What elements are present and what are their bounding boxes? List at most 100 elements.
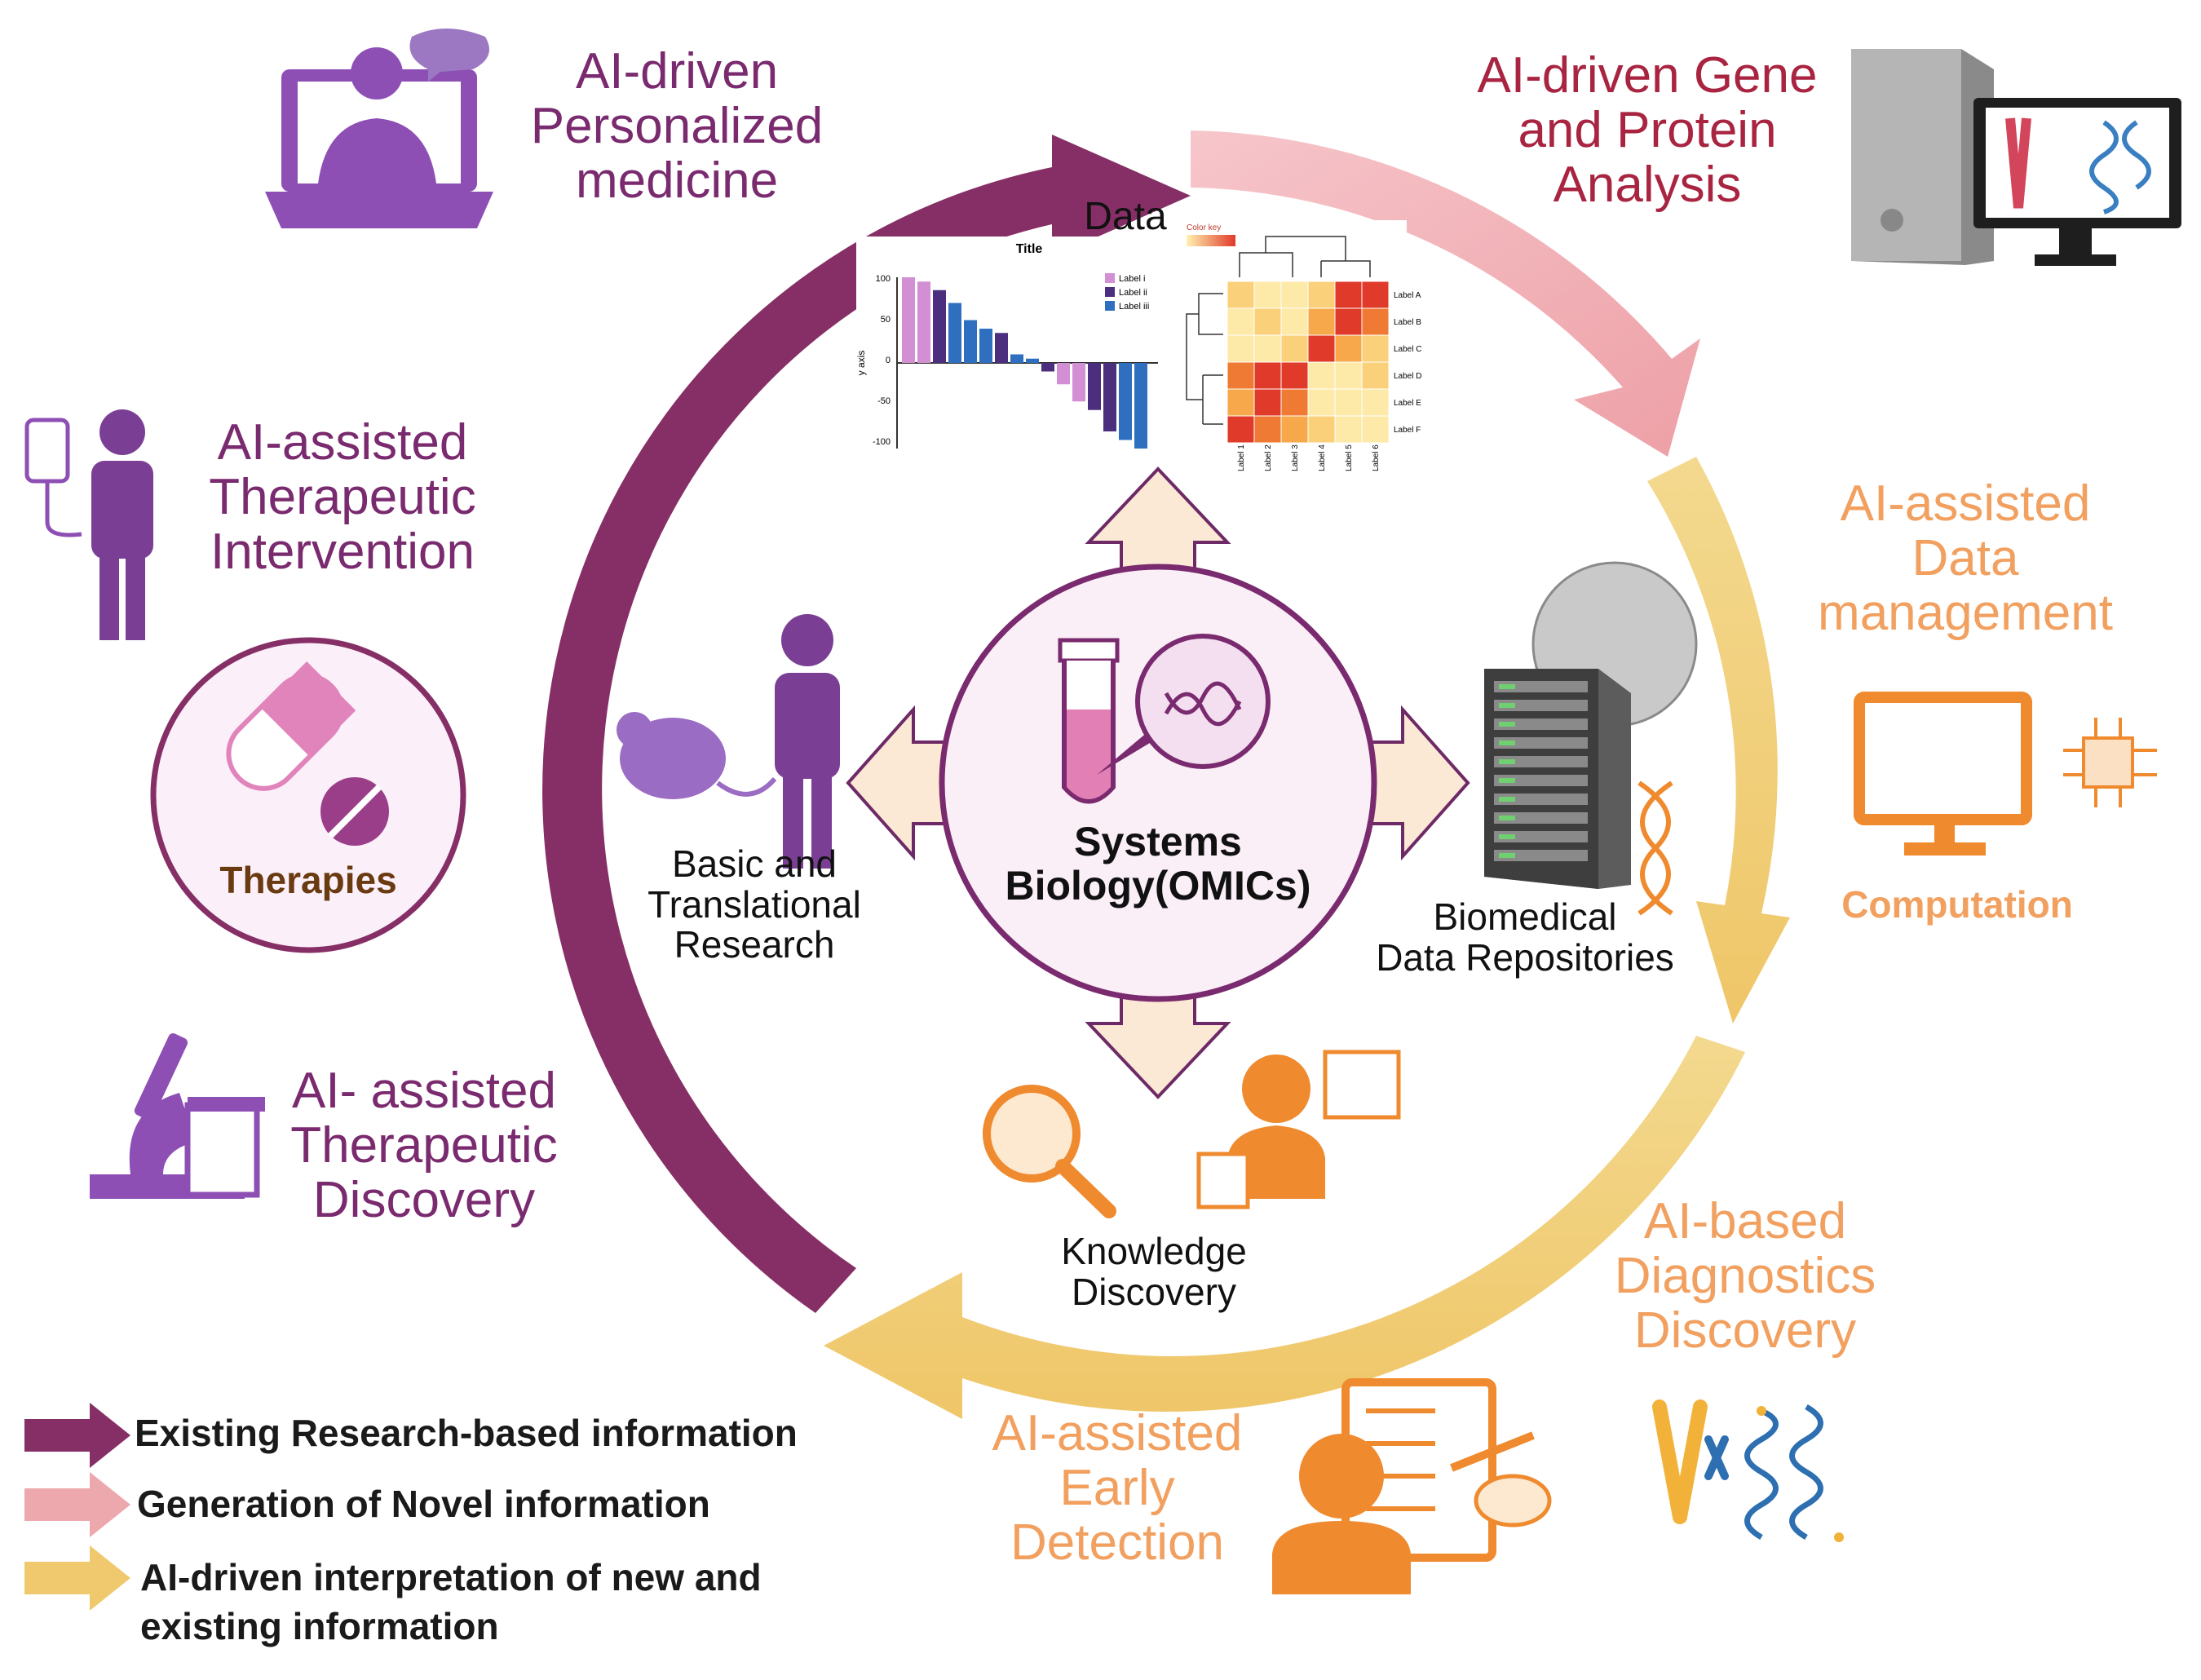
label-line: Detection <box>1010 1514 1224 1571</box>
heat-cell <box>1253 334 1282 363</box>
row-label: Label C <box>1394 345 1421 354</box>
heat-cell <box>1307 388 1336 417</box>
label-therapies: Therapies <box>219 859 397 901</box>
label-therapeutic-intervention: AI-assisted Therapeutic Intervention <box>179 415 506 580</box>
heat-cell <box>1280 307 1309 336</box>
knowledge-icons <box>983 1050 1401 1218</box>
legend-interpretation: AI-driven interpretation of new and exis… <box>140 1554 762 1651</box>
legend-existing: Existing Research-based information <box>135 1412 798 1454</box>
col-label: Label 6 <box>1372 444 1381 471</box>
heat-cell <box>1307 307 1336 336</box>
label-line: Personalized <box>530 97 824 154</box>
bar <box>1010 354 1023 363</box>
label-line: Biomedical <box>1433 895 1617 938</box>
legend-arrow-existing <box>24 1403 130 1468</box>
arrow-left <box>846 705 956 861</box>
row-label: Label D <box>1394 372 1421 381</box>
y-tick-label: 100 <box>876 274 891 284</box>
label-line: existing information <box>140 1604 499 1647</box>
heat-cell <box>1253 307 1282 336</box>
label-line: Discovery <box>1633 1302 1857 1359</box>
teacher-icon <box>1196 1050 1401 1209</box>
bar <box>964 320 977 363</box>
server-slot <box>1494 775 1588 786</box>
label-line: Translational <box>647 882 861 926</box>
bar <box>948 303 961 363</box>
microscope-rx-icon <box>90 1033 265 1199</box>
heat-cell <box>1307 334 1336 363</box>
legend-arrow-interpretation <box>24 1545 130 1611</box>
label-knowledge-discovery: Knowledge Discovery <box>1019 1231 1288 1312</box>
bar <box>1103 363 1116 431</box>
server-led <box>1499 759 1515 764</box>
bar <box>1041 363 1054 372</box>
label-line: AI-driven <box>575 43 779 99</box>
heat-cell <box>1334 415 1363 444</box>
heat-cell <box>1226 307 1255 336</box>
label-diagnostics-discovery: AI-based Diagnostics Discovery <box>1566 1193 1925 1359</box>
bar <box>1088 363 1101 410</box>
color-key-bar <box>1187 235 1235 246</box>
computation-icons <box>1854 692 2157 855</box>
server-slot <box>1494 718 1588 730</box>
server-slot <box>1494 681 1588 692</box>
heat-cell <box>1280 415 1309 444</box>
heat-cell <box>1334 307 1363 336</box>
pill-icon <box>226 661 389 846</box>
heat-cell <box>1253 361 1282 390</box>
dendrogram <box>1186 236 1371 425</box>
server-led <box>1499 684 1515 689</box>
label-line: AI-driven Gene <box>1477 47 1818 104</box>
legend-swatch <box>1105 273 1115 283</box>
test-tube-icon <box>1058 638 1120 804</box>
chip-icon <box>2063 718 2157 807</box>
label-early-detection: AI-assisted Early Detection <box>954 1406 1280 1571</box>
server-led <box>1499 741 1515 745</box>
heat-cell <box>1361 307 1390 336</box>
iv-person-icon <box>24 409 153 640</box>
heat-cell <box>1361 388 1390 417</box>
monitor-icon <box>1854 692 2032 825</box>
clipboard-doctor-icon <box>1272 1378 1552 1594</box>
label-line: AI-based <box>1643 1193 1847 1249</box>
bar <box>917 281 930 363</box>
heat-cell <box>1226 281 1255 309</box>
heat-cell <box>1307 281 1336 309</box>
heat-cell <box>1334 334 1363 363</box>
server-slot <box>1494 737 1588 749</box>
label-line: management <box>1818 584 2113 641</box>
heat-cell <box>1226 334 1255 363</box>
y-axis-label: y axis <box>855 351 867 376</box>
laptop-doctor-icon <box>265 29 493 228</box>
heat-cell <box>1226 361 1255 390</box>
server-slot <box>1494 831 1588 842</box>
heat-cell <box>1307 415 1336 444</box>
heat-cell <box>1307 361 1336 390</box>
heat-cell <box>1280 334 1309 363</box>
server-led <box>1499 853 1515 858</box>
heat-cell <box>1280 281 1309 309</box>
label-line: Intervention <box>210 523 475 580</box>
label-systems-biology: Systems Biology(OMICs) <box>979 820 1337 908</box>
server-slot <box>1494 850 1588 861</box>
desktop-computer-icon <box>1851 49 2181 266</box>
server-slot <box>1494 812 1588 824</box>
server-led <box>1499 722 1515 727</box>
label-line: Early <box>1059 1459 1175 1516</box>
server-led <box>1499 703 1515 708</box>
label-line: Analysis <box>1553 156 1742 213</box>
server-led <box>1499 778 1515 783</box>
heat-cell <box>1361 361 1390 390</box>
legend-label: Label i <box>1119 274 1145 284</box>
label-line: Discovery <box>1072 1270 1236 1313</box>
heat-cell <box>1334 281 1363 309</box>
ring-arrow-existing <box>542 135 1191 1313</box>
bar <box>979 329 992 363</box>
chromosome-icon <box>1652 1399 1729 1524</box>
bar <box>933 290 946 363</box>
legend-swatch <box>1105 301 1115 311</box>
label-line: medicine <box>575 152 779 209</box>
heat-cell <box>1361 281 1390 309</box>
label-line: Therapeutic <box>290 1116 558 1174</box>
